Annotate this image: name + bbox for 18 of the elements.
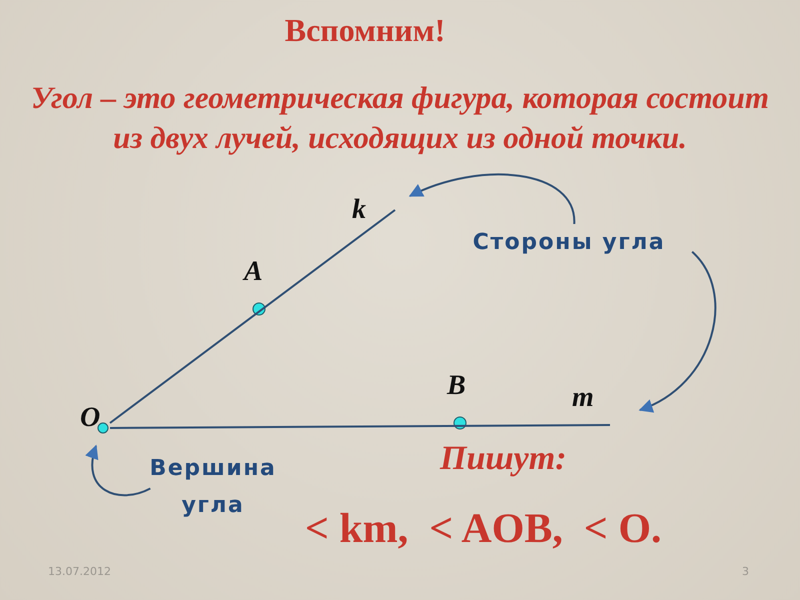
- vertex-point: [98, 422, 108, 434]
- footer-text: 13.07.2012: [48, 565, 111, 578]
- curved-arrow: [638, 251, 716, 412]
- title: Вспомним!: [284, 12, 446, 49]
- definition-text: Угол – это геометрическая фигура, которая состоит из двух лучей, исходящих из одной точки.: [30, 79, 770, 157]
- point-label: k: [352, 196, 366, 224]
- callout-label: Стороны угла: [438, 224, 700, 261]
- point-label: m: [572, 384, 594, 412]
- point-label: A: [244, 258, 263, 286]
- curved-arrow: [86, 444, 151, 496]
- point-label: B: [447, 372, 466, 400]
- callout-label: Вершина угла: [118, 450, 308, 524]
- footer-text: 3: [742, 565, 749, 578]
- instruction-text: Пишут:: [440, 442, 567, 476]
- ray-line: [110, 424, 610, 429]
- point-label: O: [80, 404, 100, 432]
- curved-arrow: [408, 174, 576, 224]
- notation-text: < km, < AOB, < O.: [305, 508, 662, 550]
